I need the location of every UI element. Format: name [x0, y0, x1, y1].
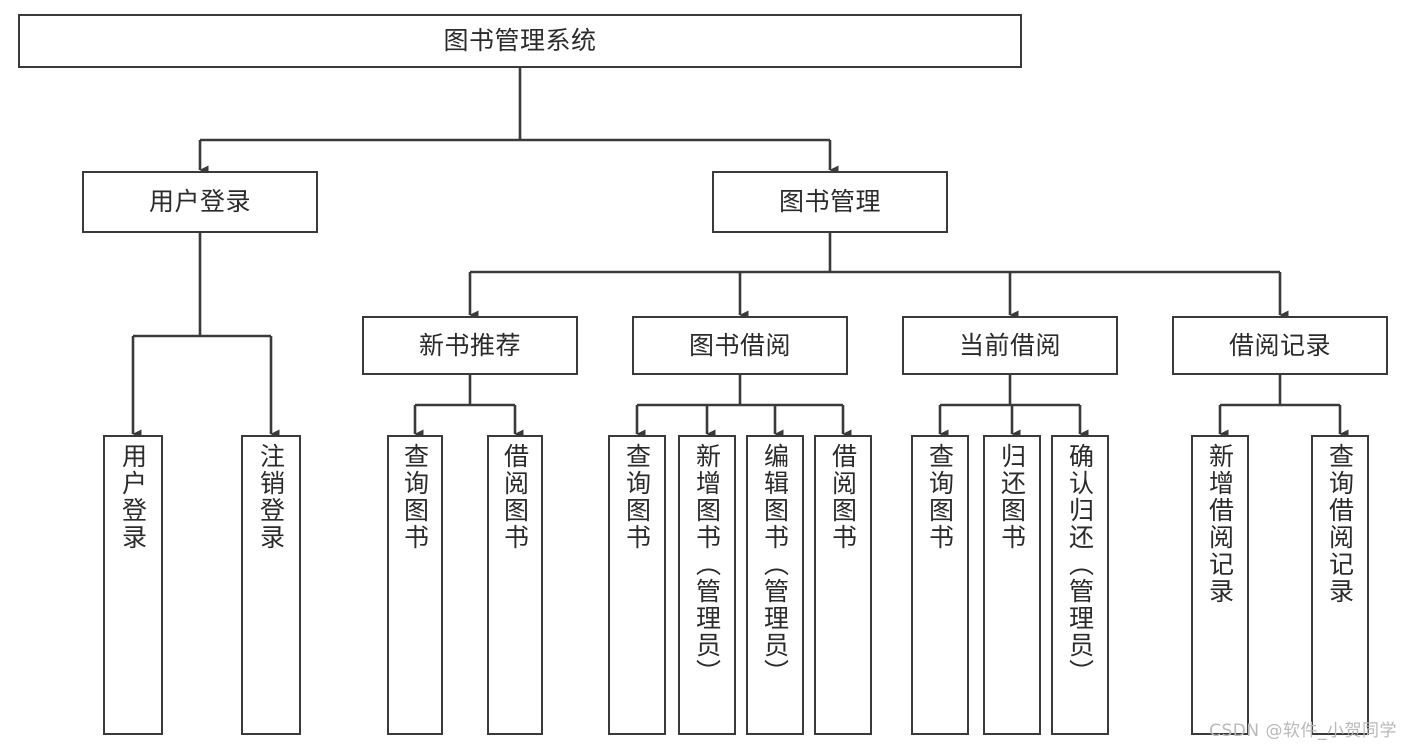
- node-leaf-add-book[interactable]: 新增图书（管理员）: [678, 435, 736, 735]
- node-leaf-query-book-3[interactable]: 查询图书: [911, 435, 969, 735]
- node-label-leaf-logout: 注销登录: [256, 443, 286, 551]
- node-book-borrow[interactable]: 图书借阅: [632, 316, 848, 375]
- node-label-book-manage: 图书管理: [778, 187, 881, 217]
- node-label-current-borrow: 当前借阅: [958, 330, 1061, 360]
- node-borrow-record[interactable]: 借阅记录: [1172, 316, 1388, 375]
- csdn-watermark: CSDN @软件_小贺同学: [1209, 721, 1397, 741]
- node-label-root: 图书管理系统: [443, 26, 597, 56]
- node-leaf-borrow-book-1[interactable]: 借阅图书: [487, 435, 543, 735]
- node-leaf-user-login[interactable]: 用户登录: [103, 435, 163, 735]
- node-user-login[interactable]: 用户登录: [82, 171, 318, 233]
- node-leaf-return-book[interactable]: 归还图书: [983, 435, 1041, 735]
- node-label-leaf-query-book-3: 查询图书: [925, 443, 955, 551]
- node-leaf-query-book-1[interactable]: 查询图书: [387, 435, 443, 735]
- node-label-leaf-borrow-book-1: 借阅图书: [500, 443, 530, 551]
- node-label-leaf-edit-book: 编辑图书（管理员）: [760, 443, 790, 686]
- node-label-leaf-add-record: 新增借阅记录: [1205, 443, 1235, 605]
- node-leaf-query-book-2[interactable]: 查询图书: [608, 435, 666, 735]
- node-label-borrow-record: 借阅记录: [1228, 330, 1331, 360]
- node-label-leaf-query-record: 查询借阅记录: [1325, 443, 1355, 605]
- node-label-leaf-add-book: 新增图书（管理员）: [692, 443, 722, 686]
- node-label-new-book-recommend: 新书推荐: [418, 330, 521, 360]
- node-label-leaf-borrow-book-2: 借阅图书: [828, 443, 858, 551]
- node-label-user-login: 用户登录: [148, 187, 251, 217]
- node-leaf-confirm-return[interactable]: 确认归还（管理员）: [1051, 435, 1109, 735]
- node-current-borrow[interactable]: 当前借阅: [902, 316, 1118, 375]
- node-root[interactable]: 图书管理系统: [18, 14, 1022, 68]
- node-leaf-logout[interactable]: 注销登录: [241, 435, 301, 735]
- node-label-leaf-query-book-2: 查询图书: [622, 443, 652, 551]
- node-label-leaf-user-login: 用户登录: [118, 443, 148, 551]
- node-label-leaf-return-book: 归还图书: [997, 443, 1027, 551]
- node-label-leaf-query-book-1: 查询图书: [400, 443, 430, 551]
- node-book-manage[interactable]: 图书管理: [712, 171, 948, 233]
- node-new-book-recommend[interactable]: 新书推荐: [362, 316, 578, 375]
- node-leaf-edit-book[interactable]: 编辑图书（管理员）: [746, 435, 804, 735]
- node-leaf-query-record[interactable]: 查询借阅记录: [1311, 435, 1369, 735]
- node-leaf-add-record[interactable]: 新增借阅记录: [1191, 435, 1249, 735]
- node-label-leaf-confirm-return: 确认归还（管理员）: [1065, 443, 1095, 686]
- node-leaf-borrow-book-2[interactable]: 借阅图书: [814, 435, 872, 735]
- node-label-book-borrow: 图书借阅: [688, 330, 791, 360]
